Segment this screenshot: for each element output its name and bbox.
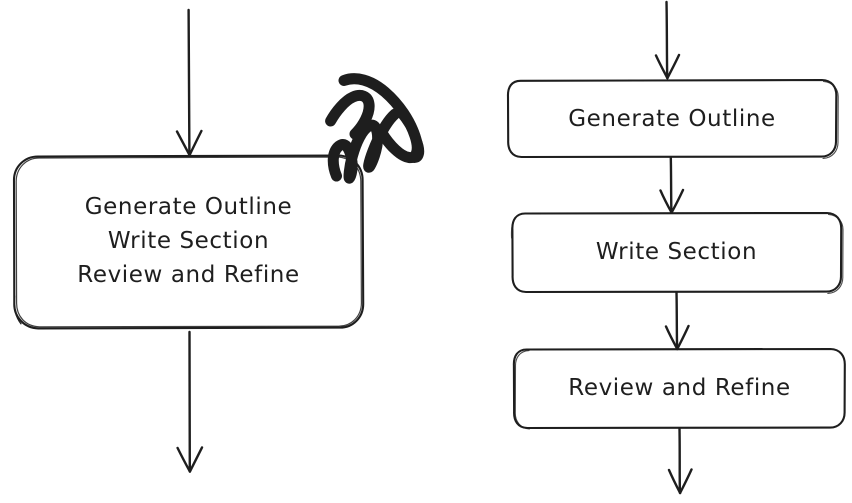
arrow-section-to-review: [664, 291, 690, 351]
right-outgoing-arrow: [667, 427, 693, 495]
right-incoming-arrow: [654, 0, 681, 80]
left-incoming-arrow: [175, 8, 203, 157]
arrow-outline-to-section: [659, 156, 685, 214]
left-outgoing-arrow: [176, 330, 204, 473]
scribble-annotation: [325, 73, 425, 184]
node-review-and-refine-shape[interactable]: [512, 347, 846, 430]
merged-node-shape[interactable]: [12, 154, 365, 330]
node-write-section-shape[interactable]: [510, 211, 844, 294]
node-generate-outline-shape[interactable]: [506, 78, 839, 159]
